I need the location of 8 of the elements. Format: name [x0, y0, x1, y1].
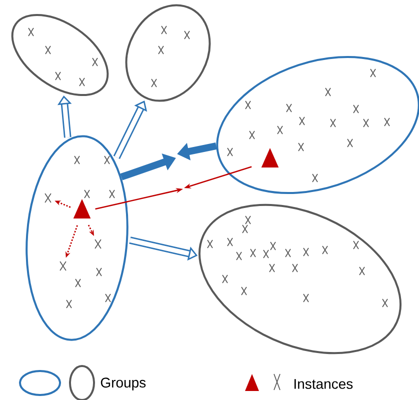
instance-triangle [261, 148, 279, 168]
instance-mark [60, 261, 66, 271]
legend-text: Groups [100, 378, 146, 390]
instance-mark [94, 239, 102, 249]
legend-text: Instances [294, 379, 353, 389]
instance-mark [44, 193, 52, 203]
group-ellipse [26, 135, 128, 341]
instance-triangle [73, 199, 91, 218]
